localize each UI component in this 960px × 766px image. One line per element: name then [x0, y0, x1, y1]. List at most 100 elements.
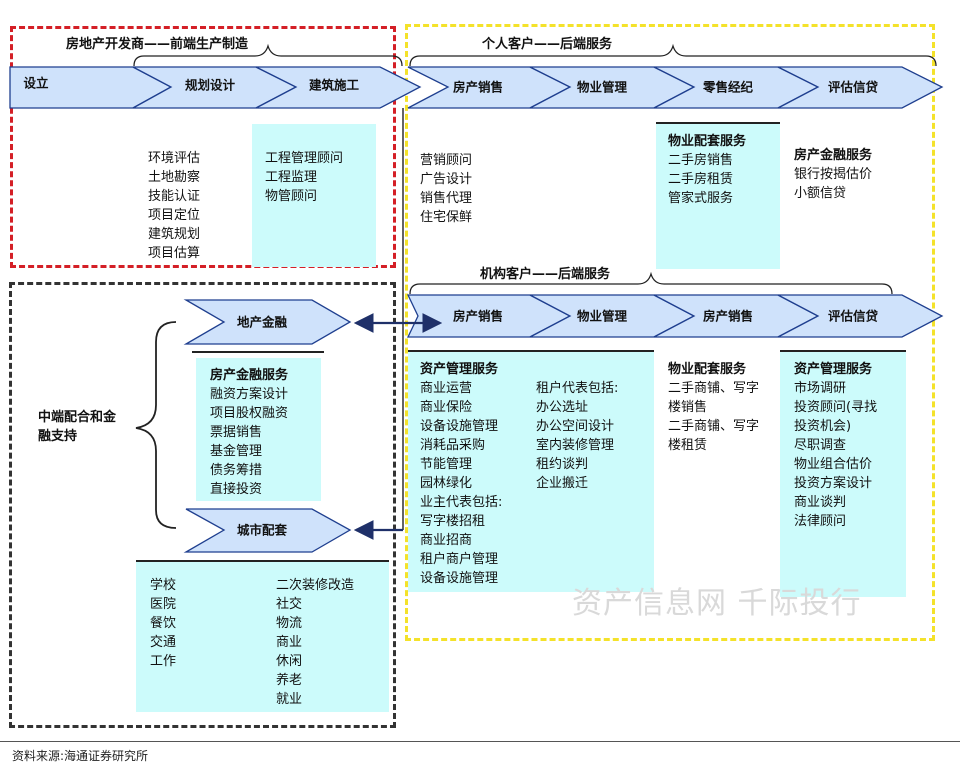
- list-item: 养老: [276, 673, 303, 688]
- list-item: 环境评估: [148, 151, 201, 166]
- personal-brace: [409, 43, 937, 67]
- list-item: 室内装修管理: [536, 438, 615, 453]
- list-item: 企业搬迁: [536, 476, 589, 491]
- list-item: 办公选址: [536, 400, 589, 415]
- list-item: 直接投资: [210, 482, 263, 497]
- list-item: 设备设施管理: [420, 419, 499, 434]
- personal-sales-list: 营销顾问 广告设计 销售代理 住宅保鲜: [420, 151, 472, 227]
- list-item: 租户代表包括:: [536, 381, 619, 396]
- list-item: 楼租赁: [668, 438, 708, 453]
- city-support-divider: [136, 560, 389, 562]
- institutional-asset-service-box: [408, 352, 654, 592]
- personal-title: 个人客户——后端服务: [482, 37, 613, 52]
- source-note: 资料来源:海通证券研究所: [12, 749, 149, 763]
- institutional-label-sales: 房产销售: [452, 308, 504, 324]
- list-item: 园林绿化: [420, 476, 473, 491]
- list-item: 楼销售: [668, 400, 708, 415]
- list-item: 工作: [150, 654, 177, 669]
- personal-property-service-box: [656, 124, 780, 269]
- list-item: 基金管理: [210, 444, 263, 459]
- list-item: 融资方案设计: [210, 387, 289, 402]
- list-item: 管家式服务: [668, 191, 734, 206]
- list-item: 小额信贷: [794, 186, 847, 201]
- list-item: 商业运营: [420, 381, 473, 396]
- service-title: 资产管理服务: [794, 362, 873, 377]
- personal-label-credit: 评估信贷: [827, 79, 879, 95]
- stage-label-setup: 设立: [23, 75, 49, 91]
- stage-arrow-construction: [255, 66, 422, 109]
- developer-brace: [133, 43, 403, 67]
- list-item: 物业组合估价: [794, 457, 873, 472]
- middle-arrow-city: [183, 508, 352, 553]
- middle-finance-divider: [192, 351, 324, 353]
- middle-arrow-land-finance: [183, 299, 352, 345]
- developer-title: 房地产开发商——前端生产制造: [66, 37, 249, 52]
- list-item: 交通: [150, 635, 177, 650]
- list-item: 租户商户管理: [420, 552, 499, 567]
- watermark: 资产信息网 千际投行: [572, 586, 862, 621]
- list-item: 商业招商: [420, 533, 473, 548]
- list-item: 业主代表包括:: [420, 495, 503, 510]
- developer-consulting-box: [252, 124, 376, 267]
- personal-finance-service: 房产金融服务 银行按揭估价 小额信贷: [794, 146, 872, 203]
- list-item: 休闲: [276, 654, 303, 669]
- institutional-asset-service2: 资产管理服务 市场调研 投资顾问(寻找 投资机会) 尽职调查 物业组合估价 投资…: [794, 360, 877, 531]
- city-support-col1: 学校 医院 餐饮 交通 工作: [150, 576, 176, 671]
- stage-label-planning: 规划设计: [184, 77, 236, 93]
- list-item: 尽职调查: [794, 438, 847, 453]
- list-item: 商业: [276, 635, 303, 650]
- city-support-box: [136, 562, 389, 712]
- personal-label-retail: 零售经纪: [702, 79, 754, 95]
- list-item: 节能管理: [420, 457, 473, 472]
- personal-label-sales: 房产销售: [452, 79, 504, 95]
- list-item: 住宅保鲜: [420, 210, 473, 225]
- middle-brace: [135, 321, 177, 529]
- list-item: 二手房租赁: [668, 172, 734, 187]
- footer-divider: [0, 741, 960, 742]
- institutional-property-service: 物业配套服务 二手商铺、写字 楼销售 二手商铺、写字 楼租赁: [668, 360, 759, 455]
- stage-label-construction: 建筑施工: [308, 77, 360, 93]
- list-item: 工程管理顾问: [265, 151, 344, 166]
- list-item: 二手商铺、写字: [668, 419, 760, 434]
- middle-finance-service: 房产金融服务 融资方案设计 项目股权融资 票据销售 基金管理 债务筹措 直接投资: [210, 366, 288, 499]
- middle-finance-service-box: [196, 358, 321, 501]
- developer-left-list: 环境评估 土地勘察 技能认证 项目定位 建筑规划 项目估算: [148, 149, 200, 263]
- middle-title-line: 中端配合和金: [38, 410, 117, 425]
- list-item: 工程监理: [265, 170, 318, 185]
- list-item: 商业保险: [420, 400, 473, 415]
- list-item: 银行按揭估价: [794, 167, 873, 182]
- list-item: 社交: [276, 597, 303, 612]
- list-item: 法律顾问: [794, 514, 847, 529]
- client-group-box: [405, 24, 935, 641]
- institutional-asset-divider: [408, 350, 654, 352]
- list-item: 办公空间设计: [536, 419, 615, 434]
- institutional-asset-col2: 租户代表包括: 办公选址 办公空间设计 室内装修管理 租约谈判 企业搬迁: [536, 379, 618, 493]
- list-item: 土地勘察: [148, 170, 201, 185]
- land-finance-label: 地产金融: [236, 314, 288, 330]
- developer-group-box: [10, 26, 396, 268]
- list-item: 物管顾问: [265, 189, 318, 204]
- institutional-asset2-divider: [780, 350, 906, 352]
- list-item: 票据销售: [210, 425, 263, 440]
- city-support-label: 城市配套: [236, 522, 288, 538]
- list-item: 销售代理: [420, 191, 473, 206]
- list-item: 二手商铺、写字: [668, 381, 760, 396]
- list-item: 广告设计: [420, 172, 473, 187]
- service-title: 房产金融服务: [210, 368, 289, 383]
- list-item: 消耗品采购: [420, 438, 486, 453]
- institutional-brace: [409, 271, 893, 295]
- list-item: 商业谈判: [794, 495, 847, 510]
- list-item: 项目定位: [148, 208, 201, 223]
- list-item: 投资方案设计: [794, 476, 873, 491]
- list-item: 债务筹措: [210, 463, 263, 478]
- service-title: 物业配套服务: [668, 134, 747, 149]
- institutional-label-sales2: 房产销售: [702, 308, 754, 324]
- city-support-col2: 二次装修改造 社交 物流 商业 休闲 养老 就业: [276, 576, 354, 709]
- middle-group-box: [9, 282, 396, 728]
- list-item: 二手房销售: [668, 153, 734, 168]
- middle-title-line: 融支持: [38, 429, 78, 444]
- list-item: 设备设施管理: [420, 571, 499, 586]
- service-title: 物业配套服务: [668, 362, 747, 377]
- list-item: 二次装修改造: [276, 578, 355, 593]
